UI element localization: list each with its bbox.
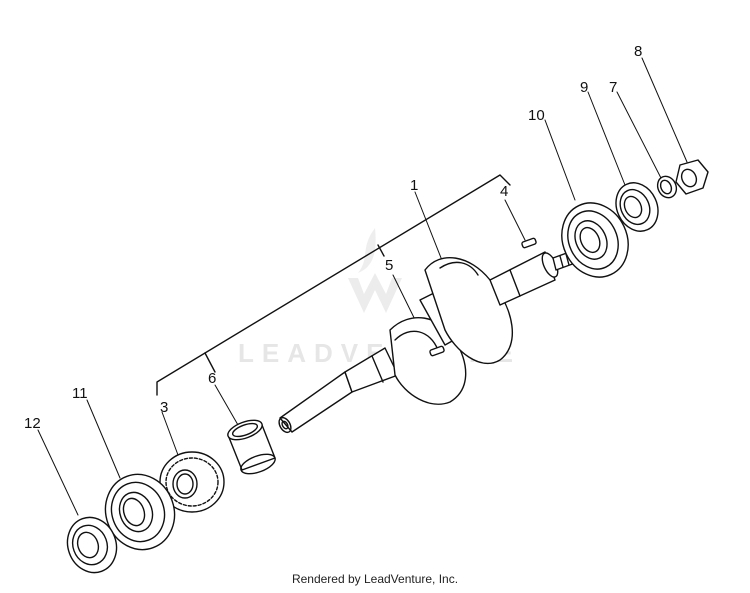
- seal-part-12: [66, 516, 118, 574]
- callout-7: 7: [609, 79, 617, 96]
- callout-5: 5: [385, 257, 393, 274]
- leader-lines: [37, 57, 688, 516]
- washer-part-7: [656, 175, 678, 199]
- callout-3: 3: [160, 399, 168, 416]
- callout-6: 6: [208, 370, 216, 387]
- seal-part-9: [615, 182, 659, 232]
- callout-1: 1: [410, 177, 418, 194]
- callout-12: 12: [24, 415, 41, 432]
- callout-9: 9: [580, 79, 588, 96]
- callout-4: 4: [500, 183, 508, 200]
- callout-10: 10: [528, 107, 545, 124]
- footer-credit: Rendered by LeadVenture, Inc.: [291, 572, 459, 586]
- callout-8: 8: [634, 43, 642, 60]
- collar-part-6: [227, 419, 276, 475]
- nut-part-8: [675, 159, 709, 195]
- bearing-part-10: [561, 202, 629, 278]
- callout-11: 11: [72, 385, 88, 402]
- gear-part-3: [159, 451, 225, 513]
- watermark-logo: [348, 228, 402, 313]
- crankshaft: [278, 237, 579, 434]
- callout-labels: 1 2 3 4 5 6 7 8 9 10 11 12: [24, 43, 642, 432]
- callout-bracket: [156, 174, 511, 396]
- bearing-part-11: [104, 473, 176, 551]
